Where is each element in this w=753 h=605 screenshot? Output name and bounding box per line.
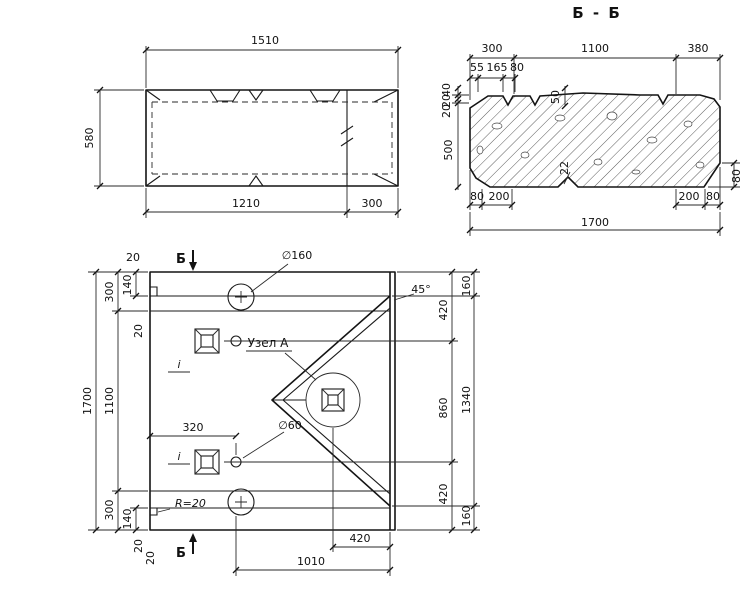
section-dimension-lines xyxy=(452,54,740,236)
section-dim-200-bl: 200 xyxy=(489,190,510,203)
section-marker-letter-top: Б xyxy=(176,252,186,267)
plan-dim-140-bottom: 140 xyxy=(121,509,134,530)
plan-dim-860: 860 xyxy=(437,398,450,419)
section-dim-80-right: 80 xyxy=(730,169,743,183)
plan-dim-160-top: 160 xyxy=(460,276,473,297)
large-hole-top xyxy=(227,283,255,311)
plan-pyramid-inner-diagonals xyxy=(272,307,391,495)
section-title: Б - Б xyxy=(572,4,622,22)
hole-centermarks xyxy=(235,291,247,508)
plan-dim-1010: 1010 xyxy=(297,555,325,568)
slope-mark-top: i xyxy=(177,358,180,371)
section-arrow-bottom xyxy=(189,533,197,542)
side-dimension-lines xyxy=(94,46,399,218)
section-dim-80-top: 80 xyxy=(510,61,524,74)
plan-dim-320: 320 xyxy=(183,421,204,434)
section-dim-200-br: 200 xyxy=(679,190,700,203)
side-elevation-view: 1510 580 1210 300 xyxy=(83,34,402,218)
section-cut-marker-bottom: Б xyxy=(176,533,197,561)
section-cut-marker-top: Б xyxy=(176,250,197,271)
plan-dim-140-top: 140 xyxy=(121,275,134,296)
hole-diameter-large-label: ∅160 xyxy=(282,249,313,262)
plan-dim-1700: 1700 xyxy=(81,387,94,415)
plan-dim-20-bot: 20 xyxy=(132,539,145,553)
anchor-recess-bottom xyxy=(194,449,242,475)
side-dim-bottom-left: 1210 xyxy=(232,197,260,210)
section-dim-80-bl: 80 xyxy=(470,190,484,203)
side-dim-width: 1510 xyxy=(251,34,279,47)
section-dim-1100: 1100 xyxy=(581,42,609,55)
detail-node-label: Узел А xyxy=(248,336,290,350)
side-outline xyxy=(145,89,399,187)
section-dim-380: 380 xyxy=(688,42,709,55)
side-top-notches xyxy=(209,89,341,187)
section-dim-20a: 20 xyxy=(440,94,453,108)
plan-dim-20-mid: 20 xyxy=(132,324,145,338)
plan-dim-20-edge: 20 xyxy=(144,551,157,565)
side-dim-bottom-right: 300 xyxy=(362,197,383,210)
aggregate-stones xyxy=(476,111,705,175)
section-dim-55: 55 xyxy=(470,61,484,74)
plan-view: Б Б ∅160 ∅60 Узел А 45° i i R=20 1700 30… xyxy=(81,249,480,576)
plan-dim-ticks xyxy=(92,268,478,574)
side-dim-ticks xyxy=(96,46,402,216)
plan-pyramid-diagonals xyxy=(271,295,391,507)
side-dim-height: 580 xyxy=(83,128,96,149)
plan-step-lines xyxy=(150,286,390,516)
section-dim-22: 22 xyxy=(558,161,571,175)
plan-dim-1100: 1100 xyxy=(103,387,116,415)
plan-dim-420-bottom-edge: 420 xyxy=(350,532,371,545)
side-hidden-lines xyxy=(151,101,393,175)
section-arrow-top xyxy=(189,262,197,271)
plan-dim-1340: 1340 xyxy=(460,386,473,414)
plan-dim-420-top: 420 xyxy=(437,300,450,321)
plan-dim-160-bottom: 160 xyxy=(460,506,473,527)
section-dim-500: 500 xyxy=(442,140,455,161)
detail-node-a xyxy=(305,372,361,428)
plan-dim-300-bottom: 300 xyxy=(103,500,116,521)
section-dim-20b: 20 xyxy=(440,104,453,118)
section-dim-1700: 1700 xyxy=(581,216,609,229)
hole-diameter-small-label: ∅60 xyxy=(278,419,302,432)
plan-dim-300-top: 300 xyxy=(103,282,116,303)
plan-outline xyxy=(149,271,396,531)
section-marker-letter-bottom: Б xyxy=(176,546,186,561)
angle-45-label: 45° xyxy=(411,283,431,296)
section-dim-40: 40 xyxy=(440,83,453,97)
plan-dim-20-top: 20 xyxy=(126,251,140,264)
side-division-line xyxy=(340,90,354,186)
section-dim-80-br: 80 xyxy=(706,190,720,203)
slope-mark-bottom: i xyxy=(177,450,180,463)
section-dim-165: 165 xyxy=(487,61,508,74)
section-cut-body xyxy=(469,92,721,188)
section-view: Б - Б 300 1100 380 55 165 80 40 20 20 50… xyxy=(440,4,743,236)
section-dim-50: 50 xyxy=(549,90,562,104)
radius-label: R=20 xyxy=(175,497,206,510)
section-dim-ticks xyxy=(454,54,738,234)
large-hole-bottom xyxy=(227,488,255,516)
plan-dim-420-bottom: 420 xyxy=(437,484,450,505)
section-dim-300: 300 xyxy=(482,42,503,55)
side-corner-chamfers xyxy=(145,89,399,187)
